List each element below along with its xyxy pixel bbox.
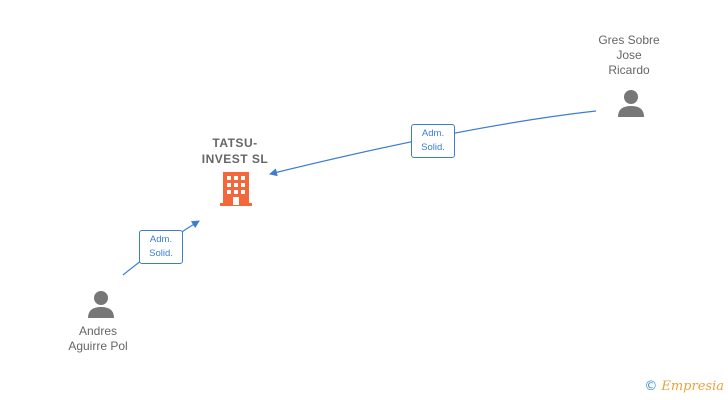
- person-icon[interactable]: [86, 289, 116, 319]
- role-badge-line1: Adm.: [149, 234, 173, 245]
- brand-name: Empresia: [661, 379, 724, 394]
- role-badge-line2: Solid.: [421, 142, 445, 153]
- company-name[interactable]: TATSU- INVEST SL: [201, 136, 269, 166]
- role-badge-bottom-left: Adm. Solid.: [139, 230, 183, 264]
- person-name-bottom-left[interactable]: Andres Aguirre Pol: [68, 324, 128, 353]
- copyright-symbol: ©: [644, 379, 658, 394]
- role-badge-line2: Solid.: [149, 248, 173, 259]
- building-icon[interactable]: [220, 171, 252, 207]
- role-badge-top-right: Adm. Solid.: [411, 124, 455, 158]
- person-icon[interactable]: [616, 88, 646, 118]
- role-badge-line1: Adm.: [421, 128, 445, 139]
- brand-logo: ©Empresia: [644, 379, 724, 394]
- person-name-top-right[interactable]: Gres Sobre Jose Ricardo: [598, 33, 660, 77]
